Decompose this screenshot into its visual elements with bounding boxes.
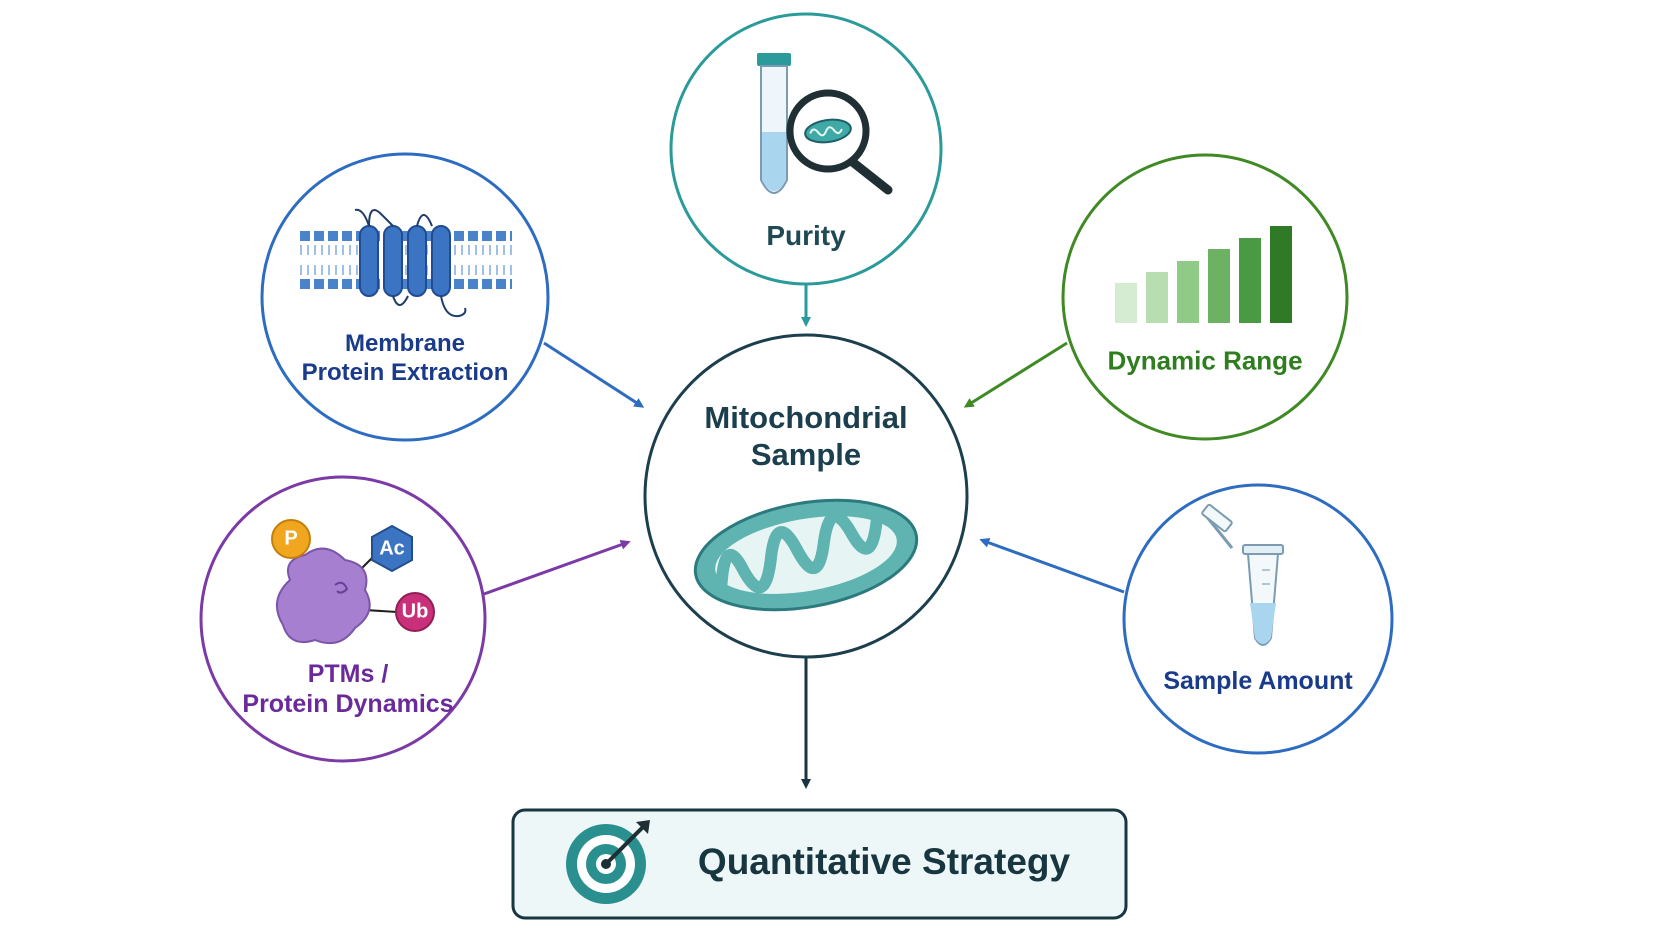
arrow-amount-to-center [979,538,1125,594]
membrane-node [260,152,550,442]
center-label-line-1: Mitochondrial [704,399,908,435]
ptms-label-line-1: PTMs / [307,660,389,688]
microtube-icon [1201,503,1284,646]
ptms-label-line-2: Protein Dynamics [242,690,454,718]
protein-modification-icon [271,519,435,644]
arrow-membrane-to-center [543,341,645,408]
membrane-protein-icon [300,208,512,318]
arrow-dynamic-to-center [963,341,1068,408]
ptms-label: PTMs / Protein Dynamics [242,659,453,719]
ubiquitin-tag: Ub [401,600,429,623]
sample-amount-label: Sample Amount [1163,667,1353,695]
dynamic-range-label: Dynamic Range [1107,345,1303,376]
membrane-label: Membrane Protein Extraction [302,330,509,388]
membrane-label-line-1: Membrane [344,330,466,358]
center-label: Mitochondrial Sample [704,399,907,473]
membrane-label-line-2: Protein Extraction [301,359,509,386]
arrow-ptms-to-center [483,539,631,596]
test-tube-magnifier-icon [757,53,893,195]
center-label-line-2: Sample [750,437,862,472]
acetyl-tag: Ac [379,537,405,560]
bar-chart-icon [1115,226,1292,323]
phospho-tag: P [284,527,298,550]
quantitative-strategy-box [511,808,1128,920]
target-arrow-icon [566,820,650,904]
mitochondrion-icon [693,498,919,612]
dynamic-range-node [1061,153,1349,441]
purity-label: Purity [766,220,846,252]
quantitative-strategy-label: Quantitative Strategy [697,840,1071,882]
